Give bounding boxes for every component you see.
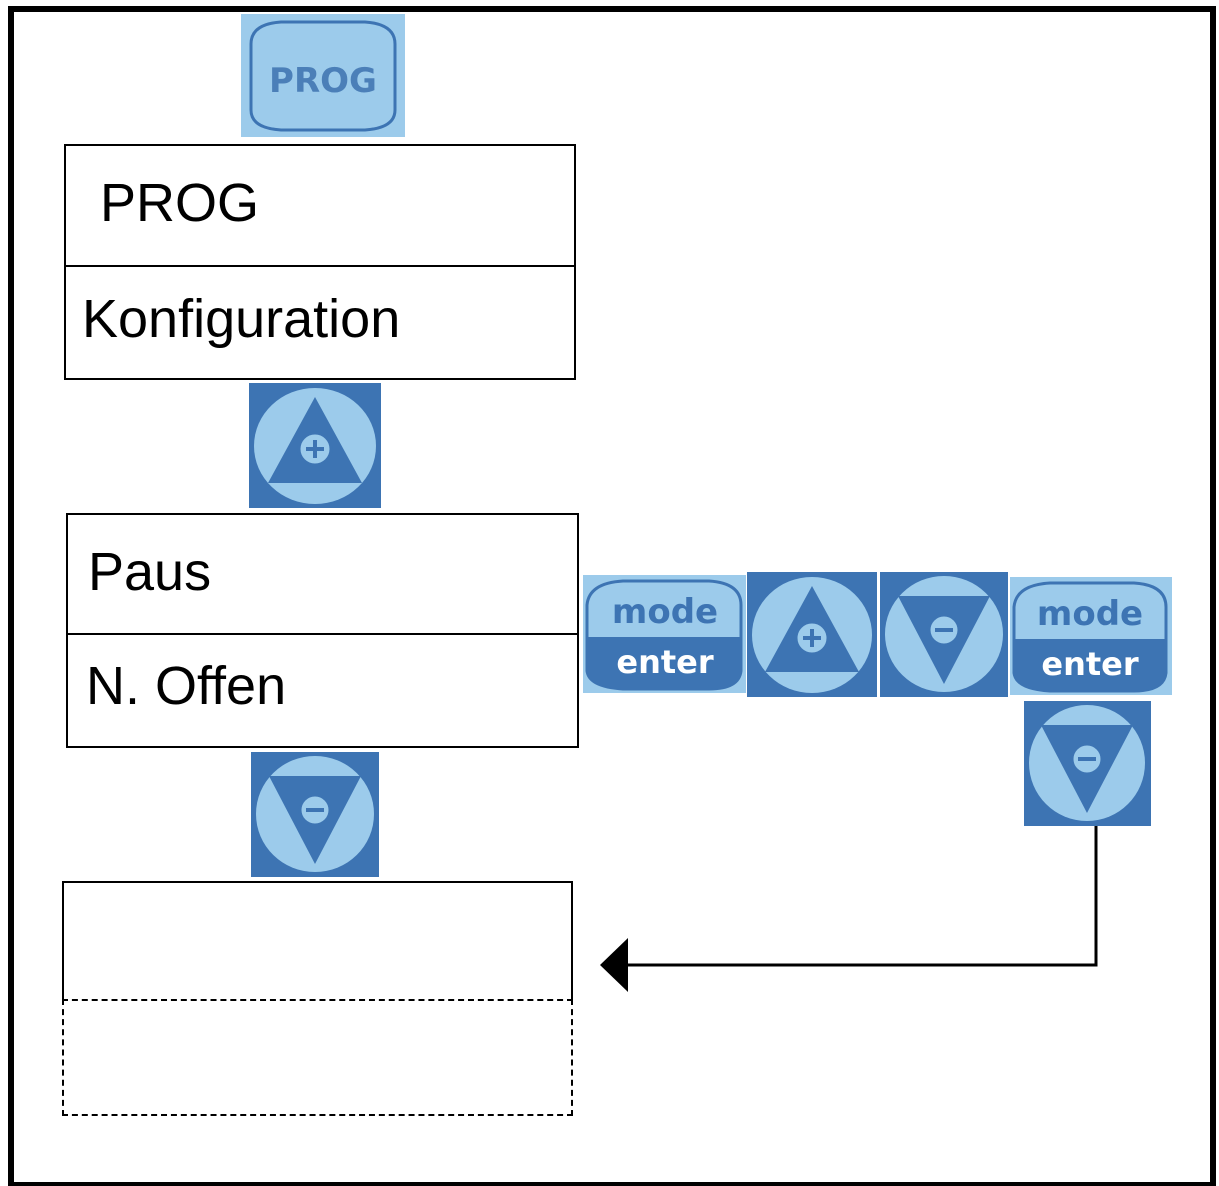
- minus-triangle-icon: [251, 752, 379, 877]
- svg-text:mode: mode: [612, 592, 718, 632]
- pause-display-box: Paus N. Offen: [66, 513, 579, 748]
- svg-text:enter: enter: [616, 643, 713, 681]
- minus-triangle-icon: [1024, 701, 1151, 826]
- result-dashed-section: [62, 999, 573, 1116]
- plus-triangle-icon: [747, 572, 877, 697]
- config-display-box: PROG Konfiguration: [64, 144, 576, 380]
- outer-frame: [8, 6, 1216, 1186]
- pause-divider: [68, 633, 577, 635]
- mode-enter-button-icon: mode enter: [583, 575, 746, 693]
- svg-text:enter: enter: [1041, 645, 1138, 683]
- plus-triangle-icon: [249, 383, 381, 508]
- result-display-box: [62, 881, 573, 1001]
- pause-line-2: N. Offen: [86, 656, 287, 716]
- config-divider: [66, 265, 574, 267]
- prog-button-icon: PROG: [241, 14, 405, 137]
- minus-triangle-icon: [880, 572, 1008, 697]
- config-line-2: Konfiguration: [82, 289, 401, 349]
- pause-line-1: Paus: [88, 542, 212, 602]
- svg-text:mode: mode: [1037, 594, 1143, 634]
- mode-enter-button-icon: mode enter: [1010, 577, 1172, 695]
- config-line-1: PROG: [100, 173, 260, 233]
- svg-text:PROG: PROG: [269, 61, 377, 101]
